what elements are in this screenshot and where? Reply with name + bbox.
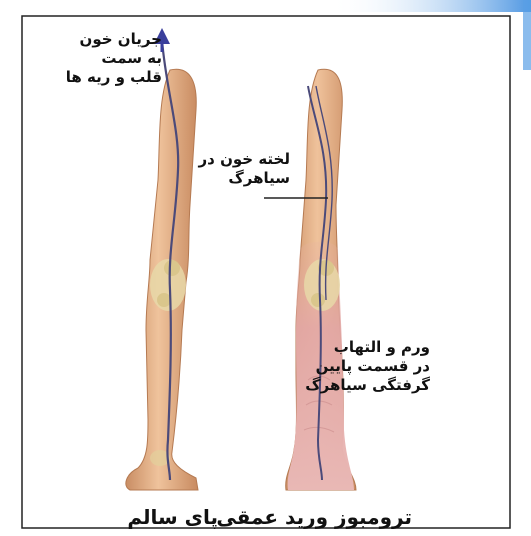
healthy-leg-caption: پای سالم: [108, 505, 218, 530]
blood-flow-line-1: جریان خون: [52, 30, 162, 49]
clot-line-1: لخته خون در: [190, 150, 290, 169]
blood-flow-line-2: به سمت: [52, 49, 162, 68]
clot-line-2: سیاهرگ: [190, 169, 290, 188]
dvt-leg-caption: ترومبوز ورید عمقی: [262, 505, 412, 530]
corner-accent-right: [523, 0, 531, 70]
swelling-line-1: ورم و التهاب: [320, 338, 430, 357]
swelling-line-3: گرفتگی سیاهرگ: [320, 376, 430, 395]
image-border: [22, 16, 510, 528]
blood-flow-line-3: قلب و ریه ها: [52, 68, 162, 87]
corner-accent: [330, 0, 531, 12]
swelling-line-2: در قسمت پایین: [320, 357, 430, 376]
swelling-annotation: ورم و التهاب در قسمت پایین گرفتگی سیاهرگ: [320, 338, 430, 394]
clot-annotation: لخته خون در سیاهرگ: [190, 150, 290, 188]
blood-flow-annotation: جریان خون به سمت قلب و ریه ها: [52, 30, 162, 86]
